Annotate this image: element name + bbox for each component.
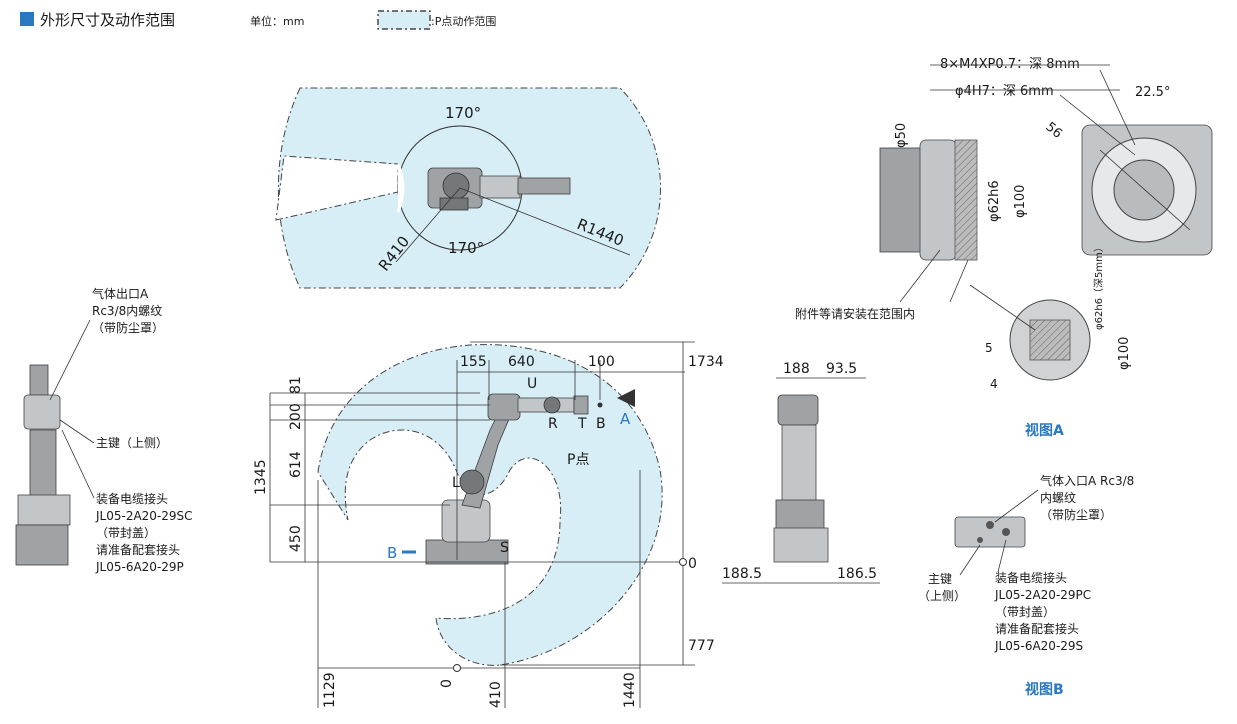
dim-0-vertical: 0: [688, 556, 697, 572]
page-title: 外形尺寸及动作范围: [40, 11, 175, 29]
view-b-cable-line-3: （带封盖）: [995, 605, 1055, 619]
r410-line: [395, 187, 461, 263]
dim-200: 200: [288, 403, 304, 430]
view-a-marker: A: [620, 410, 631, 428]
dim-614: 614: [288, 451, 304, 478]
axis-r-label: R: [548, 416, 558, 432]
dim-410: 410: [488, 681, 504, 708]
view-b-cable-line-5: JL05-6A20-29S: [994, 639, 1083, 653]
top-view: 170° 170° R410 R1440: [275, 87, 661, 289]
title-marker-icon: [20, 12, 34, 26]
bolt-spec-label: 8×M4XP0.7：深 8mm: [940, 57, 1080, 72]
cable-connector-line-3: （带封盖）: [96, 526, 156, 540]
p-point-label: P点: [567, 452, 589, 468]
axis-u-label: U: [527, 376, 537, 392]
dim-155: 155: [460, 354, 487, 370]
angle-22-5-label: 22.5°: [1135, 85, 1170, 100]
main-key-label: 主键（上侧）: [96, 436, 168, 450]
dim-450: 450: [288, 525, 304, 552]
zone-legend-swatch: [377, 10, 431, 30]
dim-56-label: 56: [1042, 120, 1064, 142]
dim-777: 777: [688, 638, 715, 654]
angle-bottom-label: 170°: [448, 239, 484, 257]
view-a: 8×M4XP0.7：深 8mm φ4H7：深 6mm 22.5° 56 φ50 …: [795, 57, 1213, 439]
r1440-line: [459, 187, 631, 256]
view-b-cable-line-2: JL05-2A20-29PC: [994, 588, 1091, 602]
dim-186-5: 186.5: [837, 566, 877, 582]
gas-outlet-line-3: （带防尘罩）: [92, 320, 164, 335]
view-b: 气体入口A Rc3/8 内螺纹 （带防尘罩） 主键 （上侧） 装备电缆接头 JL…: [918, 473, 1134, 698]
dim-100: 100: [588, 354, 615, 370]
cable-connector-line-2: JL05-2A20-29SC: [95, 509, 193, 523]
dim-1129: 1129: [322, 672, 338, 708]
dim-phi62h6-label: φ62h6: [987, 180, 1002, 222]
axis-t-label: T: [577, 416, 587, 432]
view-b-cable-line-1: 装备电缆接头: [995, 570, 1067, 585]
dim-1345: 1345: [253, 459, 269, 495]
view-b-cable-line-4: 请准备配套接头: [995, 621, 1079, 636]
zone-legend-label: :P点动作范围: [431, 14, 496, 28]
view-b-main-key-line-1: 主键: [928, 572, 952, 586]
dim-phi62h6-depth-label: φ62h6（深5mm）: [1093, 242, 1105, 330]
view-b-main-key-line-2: （上侧）: [918, 589, 966, 603]
view-a-title: 视图A: [1025, 422, 1064, 439]
axis-b-label: B: [596, 416, 606, 432]
dim-640: 640: [508, 354, 535, 370]
gas-outlet-line-1: 气体出口A: [92, 286, 149, 301]
dim-5-label: 5: [985, 341, 993, 355]
header: 外形尺寸及动作范围 单位：mm :P点动作范围: [20, 10, 496, 30]
side-view: 155 640 100 81 200 614 450 1345 1734 0 7…: [253, 341, 724, 708]
robot-side-view: [425, 393, 589, 565]
pin-spec-label: φ4H7：深 6mm: [955, 84, 1054, 99]
dim-81: 81: [288, 376, 304, 394]
axis-s-label: S: [500, 540, 509, 556]
angle-top-label: 170°: [445, 104, 481, 122]
dim-1440: 1440: [622, 672, 638, 708]
dim-188-5: 188.5: [722, 566, 762, 582]
unit-label: 单位：mm: [250, 14, 304, 28]
cable-connector-line-4: 请准备配套接头: [96, 542, 180, 557]
cable-connector-line-1: 装备电缆接头: [96, 491, 168, 506]
dim-4-label: 4: [990, 377, 998, 391]
dim-phi100-b-label: φ100: [1117, 337, 1132, 370]
view-b-title: 视图B: [1025, 681, 1064, 698]
gas-inlet-line-2: 内螺纹: [1040, 491, 1076, 505]
gas-inlet-line-3: （带防尘罩）: [1040, 507, 1112, 522]
gas-inlet-line-1: 气体入口A Rc3/8: [1040, 473, 1134, 488]
dim-0-horizontal: 0: [439, 679, 455, 688]
dim-1734: 1734: [688, 354, 724, 370]
dim-188: 188: [783, 361, 810, 377]
left-partial-view: 气体出口A Rc3/8内螺纹 （带防尘罩） 主键（上侧） 装备电缆接头 JL05…: [15, 286, 193, 574]
dim-93-5: 93.5: [826, 361, 857, 377]
cable-connector-line-5: JL05-6A20-29P: [95, 560, 184, 574]
gas-outlet-line-2: Rc3/8内螺纹: [92, 304, 162, 318]
rear-view: 188 93.5 188.5 186.5: [722, 361, 880, 584]
robot-top-view: [427, 167, 571, 211]
dim-phi100-label: φ100: [1013, 185, 1028, 218]
side-view-zone: [317, 344, 663, 666]
axis-l-label: L: [452, 475, 460, 491]
attach-note-label: 附件等请安装在范围内: [795, 306, 915, 321]
view-b-marker: B: [387, 544, 397, 562]
dim-phi50-label: φ50: [894, 123, 909, 148]
